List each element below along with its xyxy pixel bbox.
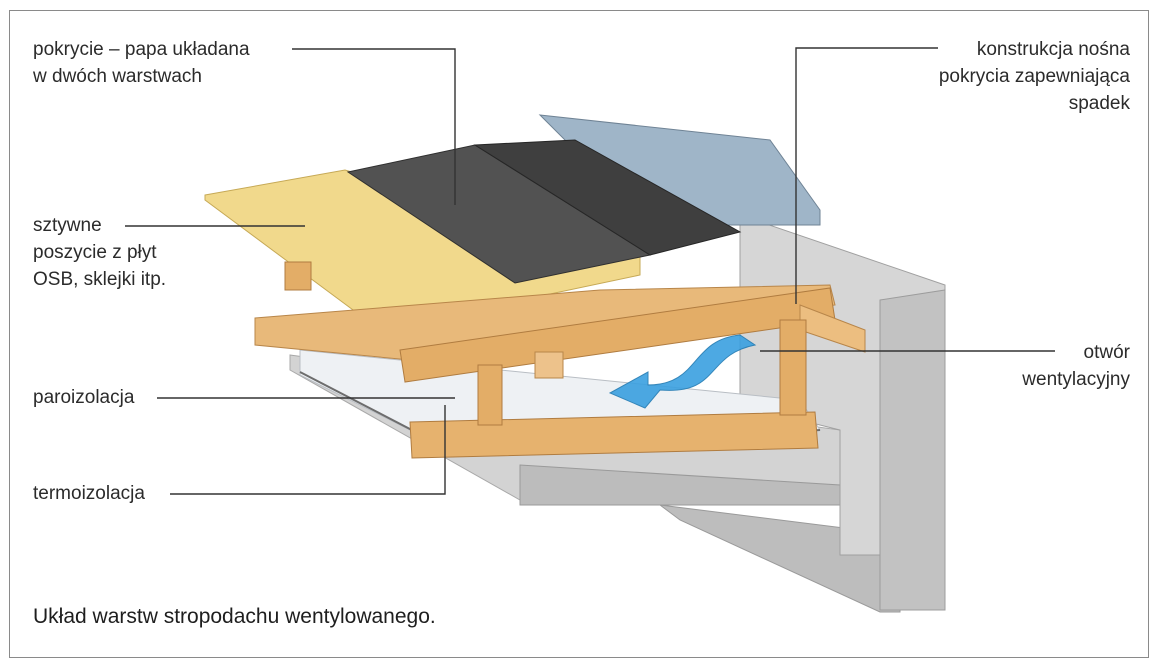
- leader-covering: [292, 48, 456, 205]
- vent-arrow: [608, 334, 757, 409]
- wall-side: [879, 289, 946, 611]
- leader-insulation: [170, 405, 446, 495]
- diagram-caption: Układ warstw stropodachu wentylowanego.: [33, 605, 436, 628]
- label-load-structure: konstrukcja nośna pokrycia zapewniająca …: [938, 39, 1130, 114]
- block-small: [534, 351, 564, 379]
- post-left: [477, 364, 503, 426]
- label-thermal-insulation: termoizolacja: [33, 483, 145, 504]
- label-vapor-barrier: paroizolacja: [33, 387, 135, 408]
- post-right: [779, 319, 807, 416]
- label-vent-opening: otwór wentylacyjny: [1022, 342, 1130, 390]
- osb-sheathing: [204, 169, 641, 331]
- tar-paper-strip-2: [473, 139, 742, 256]
- diagram-frame: [9, 10, 1149, 658]
- post-under-osb: [284, 261, 312, 291]
- leader-load-structure: [795, 47, 938, 304]
- joist-bottom: [409, 411, 819, 459]
- rafter-top: [254, 284, 836, 361]
- label-sheathing: sztywne poszycie z płyt OSB, sklejki itp…: [33, 215, 167, 290]
- label-covering: pokrycie – papa układana w dwóch warstwa…: [33, 39, 250, 87]
